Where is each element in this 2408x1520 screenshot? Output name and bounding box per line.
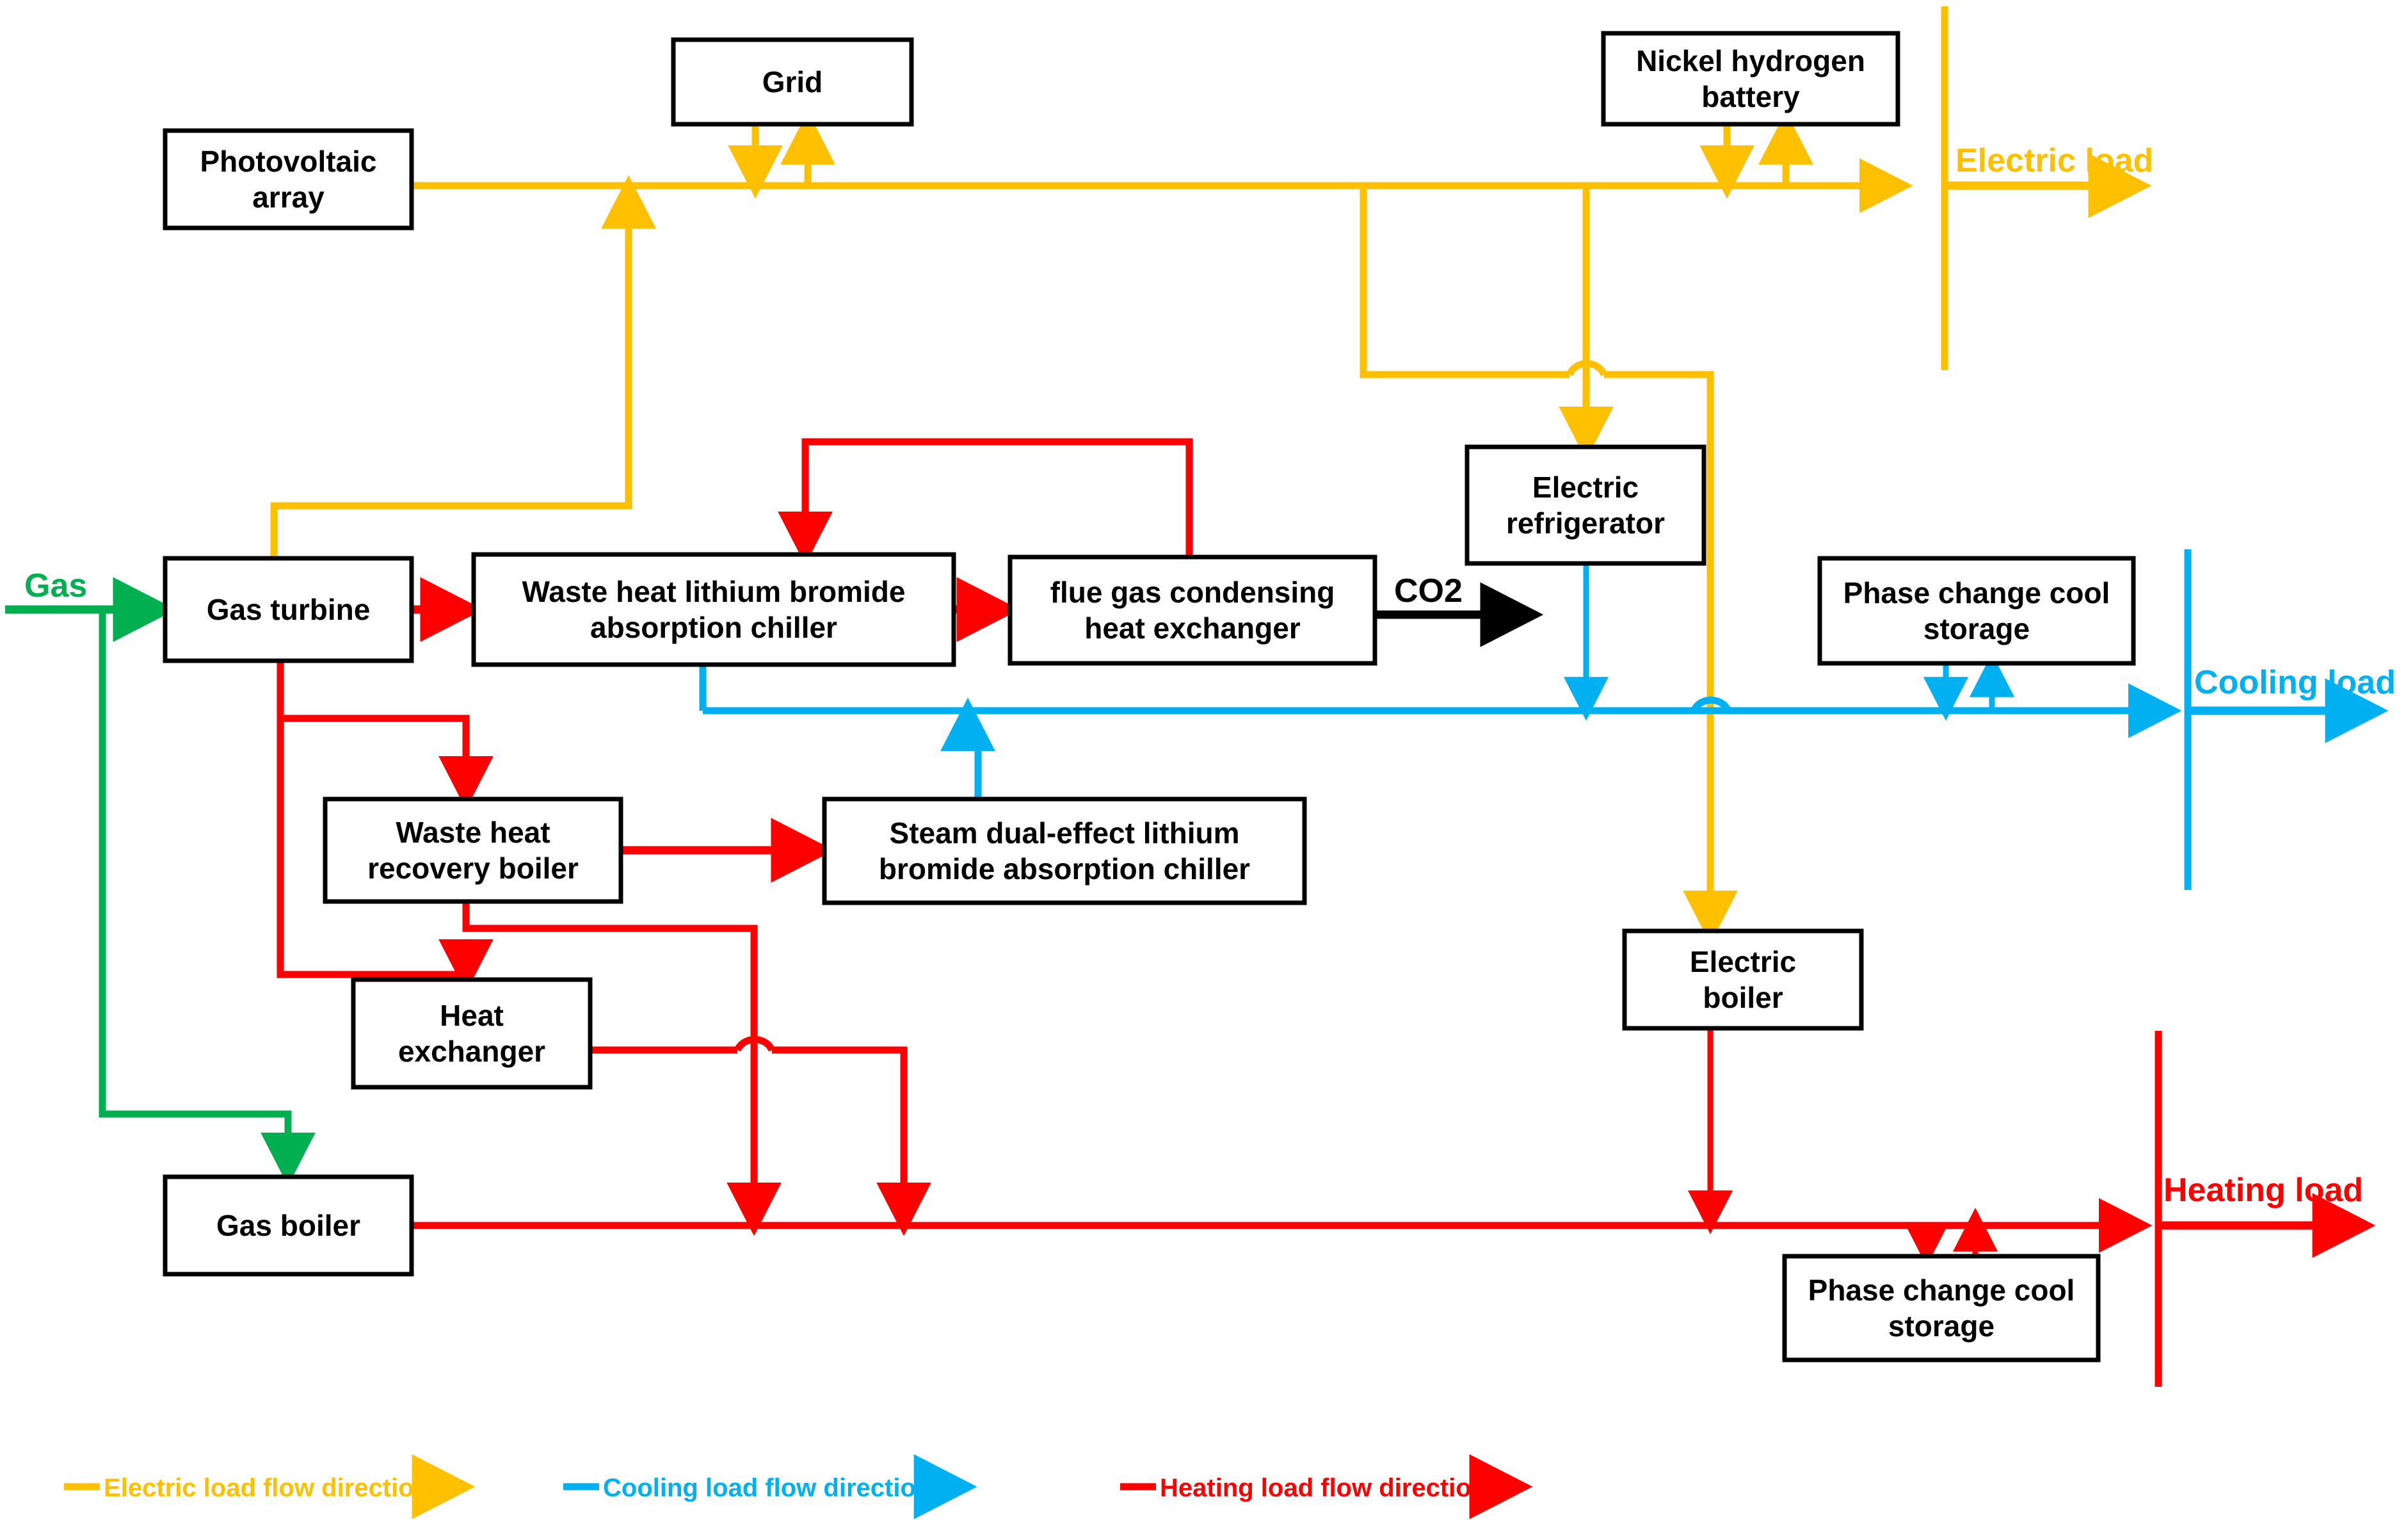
- node-label: Gas boiler: [216, 1209, 360, 1242]
- node-gas-boiler[interactable]: Gas boiler: [163, 1174, 414, 1277]
- legend-label: Electric load flow direction: [104, 1474, 429, 1502]
- node-label: storage: [1923, 612, 2030, 645]
- electric-feed-to-electric-boiler[interactable]: [1604, 371, 1738, 944]
- node-label: refrigerator: [1506, 506, 1665, 540]
- node-label: Gas turbine: [207, 593, 371, 626]
- heat-exchanger-to-heating-bus[interactable]: [772, 1046, 931, 1236]
- node-box: [1817, 556, 2136, 666]
- node-label: Waste heat: [396, 816, 550, 849]
- node-label: Steam dual-effect lithium: [890, 816, 1240, 850]
- node-label: exchanger: [398, 1035, 545, 1068]
- node-box: [163, 556, 414, 663]
- legend-item-heating-load-flow: Heating load flow direction: [1120, 1454, 1533, 1519]
- node-label: heat exchanger: [1084, 611, 1301, 645]
- flow-label-electric-load: Electric load: [1955, 142, 2153, 179]
- node-label: Photovoltaic: [200, 145, 376, 178]
- electric-distribution-tap: [1360, 186, 1569, 378]
- node-box: [163, 1174, 414, 1277]
- node-box: [471, 552, 956, 667]
- node-label: Grid: [762, 65, 823, 99]
- whrb-to-heating-bus[interactable]: [462, 901, 782, 1236]
- legend-item-cooling-load-flow: Cooling load flow direction: [563, 1454, 977, 1519]
- node-label: Waste heat lithium bromide: [522, 575, 906, 608]
- cooling-wire-jump-arc: [1690, 697, 1732, 713]
- node-box: [163, 128, 414, 230]
- electric-network: [270, 6, 2152, 944]
- node-box: [671, 37, 914, 127]
- legend: Electric load flow direction Cooling load…: [64, 1454, 1533, 1519]
- flow-label-gas: Gas: [24, 567, 87, 604]
- node-label: Electric: [1690, 945, 1796, 978]
- node-label: bromide absorption chiller: [879, 852, 1250, 885]
- node-box: [1782, 1254, 2101, 1362]
- legend-label: Cooling load flow direction: [603, 1474, 931, 1502]
- node-label: Phase change cool: [1808, 1273, 2075, 1307]
- heating-network: [277, 438, 2376, 1387]
- gas-turbine-electric-feed[interactable]: [270, 175, 656, 558]
- legend-label: Heating load flow direction: [1160, 1474, 1487, 1502]
- node-label: array: [252, 181, 325, 214]
- flue-gas-recirculation-loop[interactable]: [778, 438, 1193, 565]
- node-box: [351, 977, 593, 1090]
- heating-wire-jump-arc: [734, 1036, 776, 1052]
- node-label: storage: [1888, 1309, 1995, 1343]
- node-label: boiler: [1703, 981, 1783, 1014]
- node-label: Nickel hydrogen: [1636, 44, 1865, 77]
- cooling-network: [699, 549, 2389, 890]
- node-grid[interactable]: Grid: [671, 37, 914, 127]
- legend-item-electric-load-flow: Electric load flow direction: [64, 1454, 476, 1519]
- gas-supply-to-gas-boiler[interactable]: [99, 610, 316, 1186]
- node-box: [822, 796, 1307, 905]
- flow-label-cooling-load: Cooling load: [2194, 664, 2396, 701]
- node-gas-turbine[interactable]: Gas turbine: [163, 556, 414, 663]
- node-box: [1007, 554, 1377, 666]
- flow-label-heating-load: Heating load: [2163, 1172, 2363, 1209]
- node-label: recovery boiler: [367, 852, 579, 885]
- node-box: [1622, 928, 1864, 1031]
- node-label: Electric: [1532, 471, 1639, 504]
- gt-to-waste-heat-recovery-boiler[interactable]: [277, 661, 494, 810]
- flow-label-co2: CO2: [1394, 572, 1463, 610]
- node-box: [1601, 31, 1900, 127]
- node-box: [1465, 444, 1706, 566]
- steam-chiller-cooling-out[interactable]: [940, 697, 995, 799]
- node-box: [323, 796, 623, 904]
- node-label: battery: [1701, 80, 1800, 113]
- node-label: absorption chiller: [590, 611, 837, 644]
- node-label: Heat: [440, 999, 504, 1032]
- node-label: flue gas condensing: [1050, 576, 1335, 609]
- gas-network: [5, 577, 316, 1186]
- node-label: Phase change cool: [1843, 576, 2110, 610]
